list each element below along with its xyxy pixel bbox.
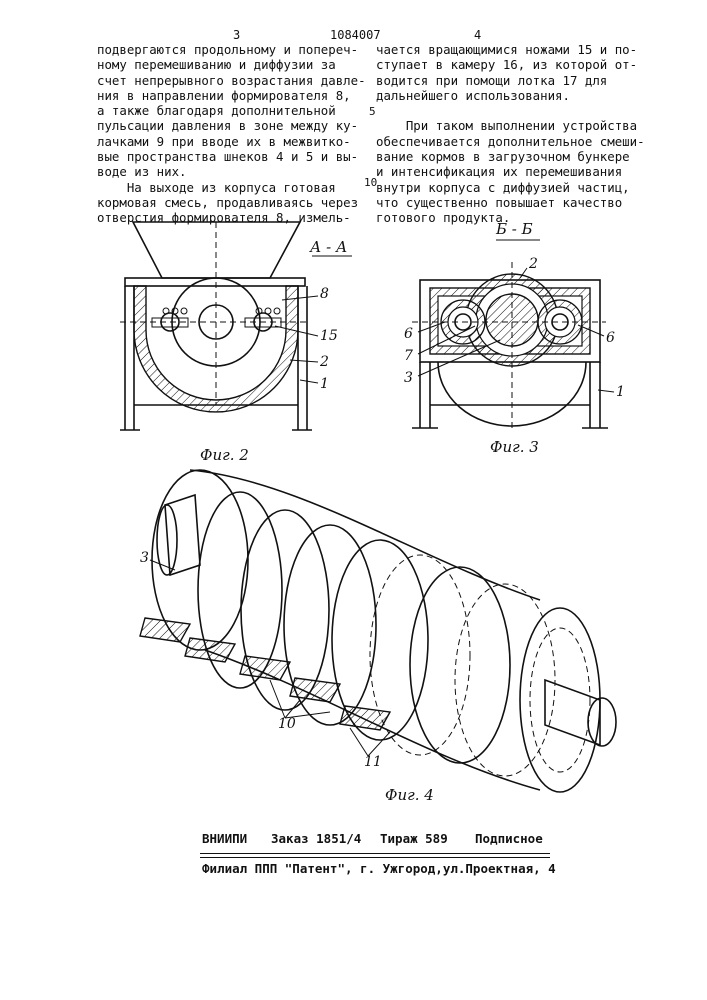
fig3-drawing <box>412 240 614 430</box>
fig3-callout-1: 1 <box>616 384 625 400</box>
fig2-caption: Фиг. 2 <box>200 446 249 464</box>
fig3-callout-2: 2 <box>529 256 538 272</box>
fig3-callout-7: 7 <box>404 348 413 364</box>
fig4-callout-10: 10 <box>278 716 296 732</box>
fig3-section-label: Б - Б <box>496 220 533 238</box>
fig3-callout-6-left: 6 <box>404 326 413 342</box>
fig3-callout-6-right: 6 <box>606 330 615 346</box>
footer-bottom-rule <box>200 857 550 858</box>
fig4-drawing <box>140 470 616 792</box>
fig2-callout-8: 8 <box>320 286 329 302</box>
fig4-callout-3: 3 <box>140 550 149 566</box>
fig2-callout-1: 1 <box>320 376 329 392</box>
footer-type: Подписное <box>475 831 543 846</box>
fig2-callout-2: 2 <box>320 354 329 370</box>
footer-circulation: Тираж 589 <box>380 831 448 846</box>
footer-order: Заказ 1851/4 <box>271 831 361 846</box>
fig4-caption: Фиг. 4 <box>385 786 434 804</box>
fig2-callout-15: 15 <box>320 328 338 344</box>
fig2-section-label: А - А <box>310 238 347 256</box>
footer-branch: Филиал ППП "Патент", г. Ужгород,ул.Проек… <box>202 861 556 876</box>
fig4-callout-11: 11 <box>364 754 382 770</box>
footer-top-rule <box>200 853 550 854</box>
fig3-caption: Фиг. 3 <box>490 438 539 456</box>
footer-org: ВНИИПИ <box>202 831 247 846</box>
fig3-callout-3: 3 <box>404 370 413 386</box>
